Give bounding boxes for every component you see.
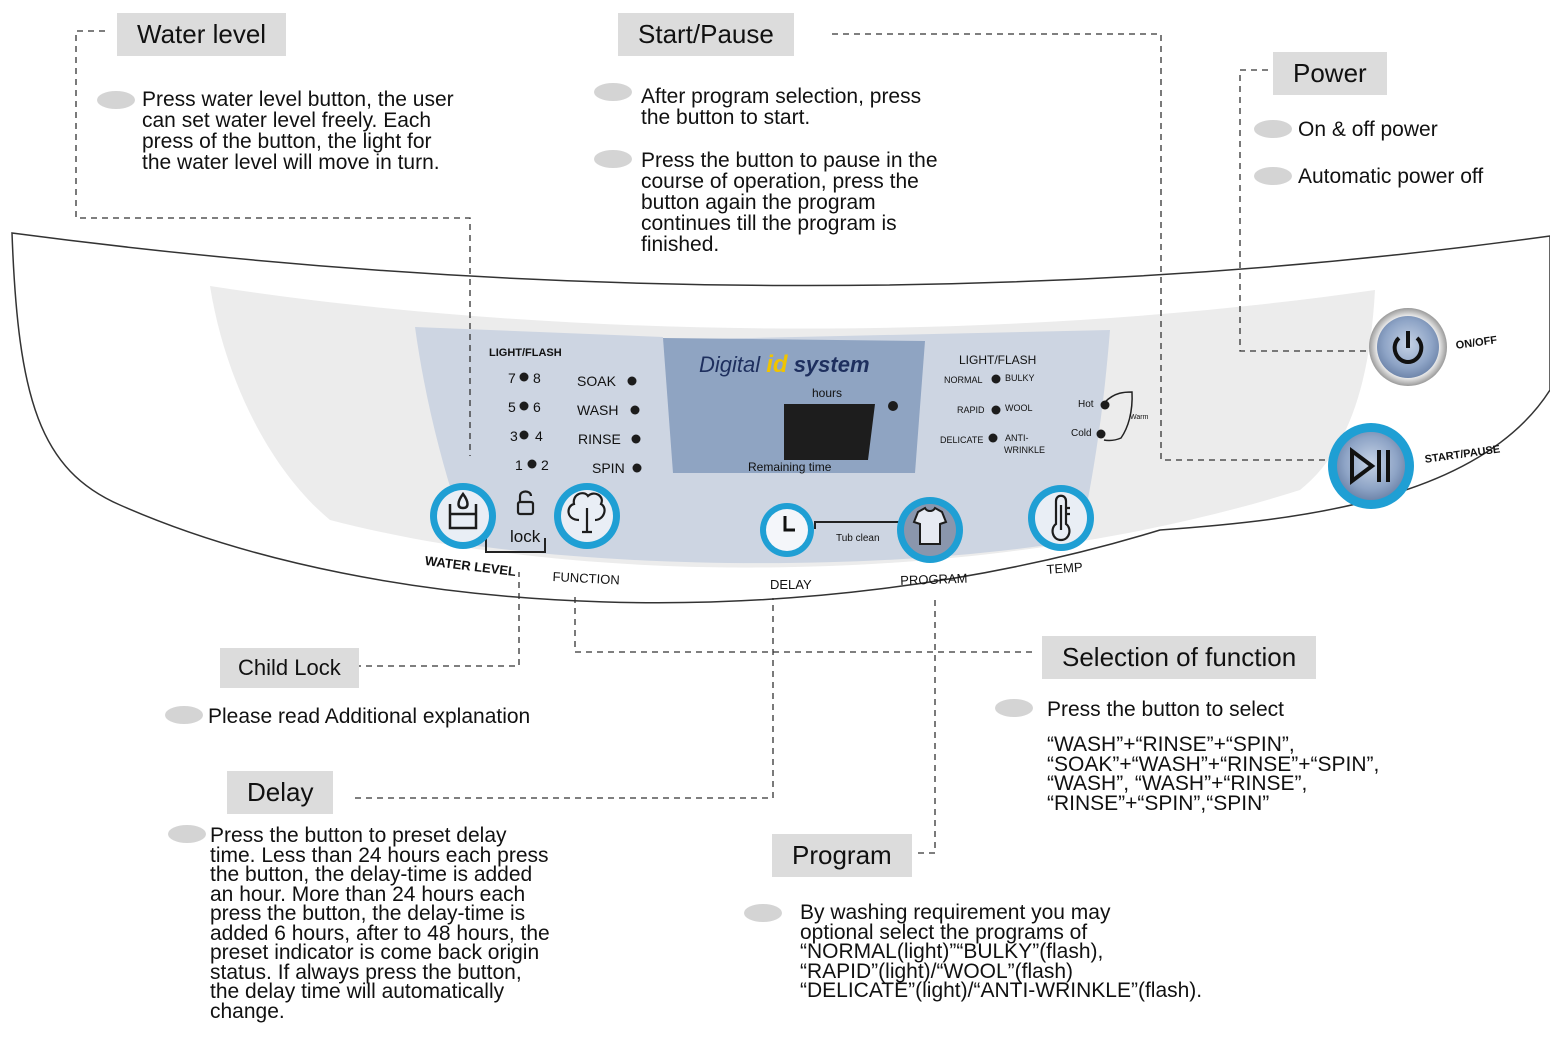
water-level-callout-title: Water level — [117, 13, 287, 56]
program-delicate-label: DELICATE — [940, 435, 984, 445]
function-label-soak: SOAK — [577, 373, 616, 389]
hours-indicator-dot — [888, 401, 898, 411]
remaining-time-label: Remaining time — [748, 460, 832, 474]
program-bulky-label: BULKY — [1005, 373, 1035, 383]
water-level-button[interactable] — [430, 483, 496, 549]
bullet-icon — [165, 706, 203, 724]
function-label-wash: WASH — [577, 402, 619, 418]
light-flash-label-right: LIGHT/FLASH — [959, 353, 1037, 367]
lock-bracket — [485, 538, 546, 553]
tub-clean-label: Tub clean — [836, 533, 880, 544]
power-callout-text-1: On & off power — [1298, 118, 1438, 141]
function-label-rinse: RINSE — [578, 431, 621, 447]
start-pause-callout-text-1: After program selection, press the butto… — [641, 85, 922, 129]
level-label-3: 3 — [510, 428, 518, 444]
shirt-icon — [912, 506, 948, 545]
level-label-2: 2 — [541, 457, 549, 473]
water-level-callout-text: Press water level button, the user can s… — [142, 88, 454, 174]
bullet-icon — [995, 699, 1033, 717]
bullet-icon — [97, 91, 135, 109]
hours-label: hours — [812, 386, 843, 400]
on-off-button[interactable] — [1369, 308, 1447, 386]
bullet-icon — [168, 825, 206, 843]
clock-hand-icon — [783, 516, 795, 532]
bullet-icon — [744, 904, 782, 922]
selection-function-callout-title: Selection of function — [1042, 636, 1317, 679]
temp-button-label: TEMP — [1046, 559, 1084, 577]
brand-system: system — [787, 352, 870, 377]
delay-callout-title: Delay — [227, 771, 334, 814]
function-label-spin: SPIN — [592, 460, 625, 476]
water-drop-icon — [448, 491, 478, 530]
program-wrinkle-label: WRINKLE — [1004, 445, 1046, 455]
level-label-1: 1 — [515, 457, 523, 473]
start-pause-callout-text-2: Press the button to pause in the course … — [641, 149, 938, 256]
child-lock-callout-text: Please read Additional explanation — [208, 705, 531, 728]
child-lock-callout-title: Child Lock — [220, 648, 359, 688]
lock-label: lock — [510, 527, 541, 546]
level-label-6: 6 — [533, 399, 541, 415]
bullet-icon — [594, 83, 632, 101]
program-anti-label: ANTI- — [1005, 433, 1029, 443]
power-icon — [1392, 331, 1424, 365]
function-button[interactable] — [554, 483, 620, 549]
brand-id: id — [766, 351, 788, 378]
program-callout-title: Program — [772, 834, 912, 877]
selection-function-callout-text: Press the button to select — [1047, 698, 1284, 721]
tree-icon — [567, 492, 606, 534]
level-label-7: 7 — [508, 370, 516, 386]
level-label-4: 4 — [535, 428, 543, 444]
bullet-icon — [1254, 167, 1292, 185]
program-button[interactable] — [897, 497, 963, 563]
program-rapid-label: RAPID — [957, 405, 985, 415]
temp-warm-label: Warm — [1130, 414, 1149, 421]
lcd-screen — [784, 404, 875, 460]
temp-bracket — [1103, 391, 1133, 442]
selection-function-options: “WASH”+“RINSE”+“SPIN”, “SOAK”+“WASH”+“RI… — [1047, 733, 1380, 815]
brand-logo: Digital id system — [699, 351, 870, 379]
program-button-label: PROGRAM — [900, 570, 968, 588]
level-label-5: 5 — [508, 399, 516, 415]
brand-digital: Digital — [699, 352, 767, 377]
play-pause-icon — [1350, 447, 1390, 485]
start-pause-callout-title: Start/Pause — [618, 13, 794, 56]
temp-button[interactable] — [1028, 485, 1094, 551]
light-flash-label-left: LIGHT/FLASH — [489, 347, 562, 359]
thermometer-icon — [1051, 494, 1071, 542]
panel-dots — [519, 372, 1110, 473]
bullet-icon — [1254, 120, 1292, 138]
lock-icon — [516, 490, 535, 516]
start-pause-button[interactable] — [1328, 423, 1414, 509]
delay-callout-text: Press the button to preset delay time. L… — [210, 824, 550, 1023]
leader-lines — [75, 30, 1370, 854]
delay-button-label: DELAY — [770, 577, 812, 592]
level-label-8: 8 — [533, 370, 541, 386]
program-normal-label: NORMAL — [944, 375, 983, 385]
program-wool-label: WOOL — [1005, 403, 1033, 413]
delay-button[interactable] — [760, 503, 814, 557]
power-callout-text-2: Automatic power off — [1298, 165, 1484, 188]
program-callout-text: By washing requirement you may optional … — [800, 901, 1203, 1002]
bullet-icon — [594, 150, 632, 168]
temp-hot-label: Hot — [1078, 399, 1094, 410]
power-callout-title: Power — [1273, 52, 1387, 95]
temp-cold-label: Cold — [1071, 428, 1092, 439]
